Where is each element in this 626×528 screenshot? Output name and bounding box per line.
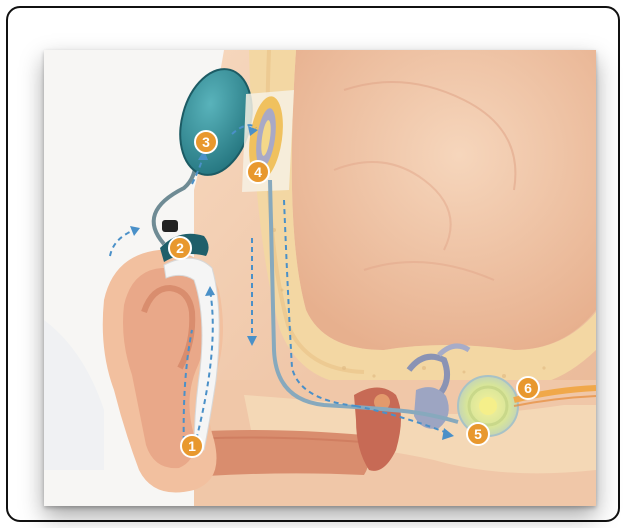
svg-text:2: 2 [176, 240, 184, 256]
step-1-badge: 1 [181, 435, 203, 457]
step-4-badge: 4 [247, 161, 269, 183]
svg-text:1: 1 [188, 438, 196, 454]
step-2-badge: 2 [169, 237, 191, 259]
svg-text:3: 3 [202, 134, 210, 150]
svg-text:5: 5 [474, 426, 482, 442]
svg-text:4: 4 [254, 164, 262, 180]
photo-frame: 1 2 3 4 5 [6, 6, 620, 522]
svg-text:6: 6 [524, 380, 532, 396]
step-6-badge: 6 [517, 377, 539, 399]
step-3-badge: 3 [195, 131, 217, 153]
cochlear-implant-illustration: 1 2 3 4 5 [44, 50, 596, 506]
step-5-badge: 5 [467, 423, 489, 445]
ear-cross-section-diagram: 1 2 3 4 5 [44, 50, 596, 506]
